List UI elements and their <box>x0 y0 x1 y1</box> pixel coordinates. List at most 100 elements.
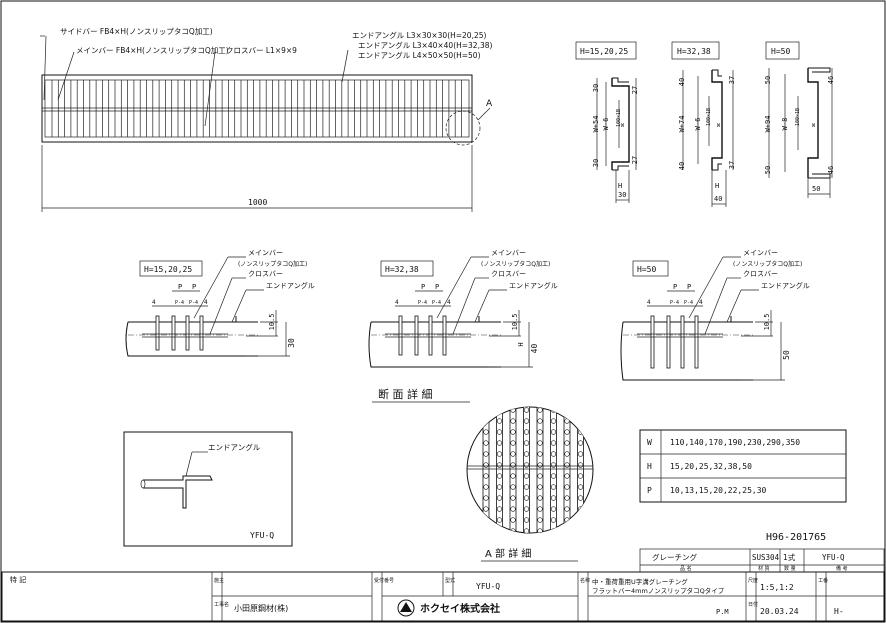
main-bar-callout: メインバー <box>743 249 778 257</box>
detail-bar <box>482 407 490 533</box>
spec-value: 10,13,15,20,22,25,30 <box>670 486 767 495</box>
tb-site-label: 工事名 <box>214 601 229 608</box>
end-view-dim-top: 40 <box>678 78 686 86</box>
end-view-w-inner: W-6 <box>602 118 610 131</box>
spec-value: 15,20,25,32,38,50 <box>670 462 752 471</box>
non-slip-dot <box>537 462 543 468</box>
non-slip-dot <box>537 484 543 490</box>
pitch-label-a: P <box>421 283 425 291</box>
tb-desc-line2: フラットバー4mmノンスリップタコQタイプ <box>592 586 725 595</box>
non-slip-dot <box>483 440 489 446</box>
end-view-right-bottom: 27 <box>631 156 639 164</box>
dim-height: 30 <box>287 338 296 348</box>
dim-h-label: H <box>517 342 525 346</box>
non-slip-dot <box>550 451 557 457</box>
main-bar-callout: メインバー <box>248 249 283 257</box>
non-slip-dot <box>564 484 570 490</box>
non-slip-dot <box>523 451 530 457</box>
non-slip-dot <box>537 451 543 457</box>
tb-date-label: 日付 <box>748 601 758 608</box>
non-slip-dot <box>577 407 584 413</box>
non-slip-dot <box>537 418 543 424</box>
section-bar <box>171 315 176 351</box>
non-slip-dot <box>496 407 503 413</box>
non-slip-dot <box>496 451 503 457</box>
detail-bar <box>577 407 584 533</box>
non-slip-dot <box>523 484 530 490</box>
non-slip-dot <box>550 484 557 490</box>
dim-p4-b: P-4 <box>432 300 441 306</box>
dim-p4-b: P-4 <box>684 300 693 306</box>
non-slip-dot <box>577 462 584 468</box>
title-block: グレーチング SUS304 1式 YFU-Q 品 名 材 質 数 量 備 考 特… <box>1 548 885 622</box>
tb-model-label: 型式 <box>445 577 455 584</box>
end-angle-label-3: エンドアングル L4×50×50(H=50) <box>358 50 481 60</box>
non-slip-dot <box>523 473 530 479</box>
main-bar-note: (ノンスリップタコQ加工) <box>733 260 802 268</box>
spec-value: 110,140,170,190,230,290,350 <box>670 438 800 447</box>
cross-bar-label: クロスバー L1×9×9 <box>226 46 297 55</box>
non-slip-dot <box>483 451 489 457</box>
non-slip-dot <box>550 407 557 413</box>
dim-10-5: 10.5 <box>268 314 276 331</box>
non-slip-dot <box>537 517 543 523</box>
tb-work-label: 工番 <box>818 577 828 584</box>
end-view-w-total: W+54 <box>592 116 600 133</box>
non-slip-dot <box>510 418 516 424</box>
detail-bar <box>509 407 517 533</box>
section-bar <box>398 315 403 356</box>
tb-scale: 1:5,1:2 <box>760 583 794 592</box>
section-title: H=50 <box>637 265 656 274</box>
end-angle-callout: エンドアングル <box>761 281 810 290</box>
tb-col-name: 品 名 <box>680 565 692 572</box>
end-angle-callout: エンドアングル <box>266 281 315 290</box>
non-slip-dot <box>577 484 584 490</box>
section-bar <box>694 315 699 369</box>
section-bar <box>680 315 685 369</box>
section-bar <box>199 315 204 351</box>
end-view-right-bottom: 46 <box>827 166 835 174</box>
dim-10-5: 10.5 <box>763 314 771 331</box>
non-slip-dot <box>483 473 489 479</box>
non-slip-dot <box>510 506 516 512</box>
non-slip-dot <box>496 517 503 523</box>
end-view-right-top: 37 <box>728 76 736 84</box>
dim-four-a: 4 <box>395 299 399 306</box>
non-slip-dot <box>510 440 516 446</box>
non-slip-dot <box>537 506 543 512</box>
non-slip-dot <box>564 429 570 435</box>
section-bar <box>185 315 190 351</box>
non-slip-dot <box>496 506 503 512</box>
end-view-right-top: 46 <box>827 76 835 84</box>
cross-bar-callout: クロスバー <box>248 270 283 278</box>
dim-p4-a: P-4 <box>418 300 427 306</box>
pitch-label-a: P <box>673 283 677 291</box>
angle-detail-label: エンドアングル <box>208 442 261 452</box>
tb-scale-label: 尺度 <box>748 577 758 584</box>
non-slip-dot <box>577 528 584 533</box>
non-slip-dot <box>577 495 584 501</box>
non-slip-dot <box>564 418 570 424</box>
end-view-vertical-text: 100×1B <box>616 109 622 127</box>
end-view-dim-bottom: 30 <box>592 159 600 167</box>
end-view-w-inner: W-6 <box>694 118 702 131</box>
end-view-h-label: H <box>715 182 719 190</box>
non-slip-dot <box>577 451 584 457</box>
tb-quantity: 1式 <box>783 552 796 562</box>
cross-bar-leader <box>204 51 216 127</box>
non-slip-dot <box>483 495 489 501</box>
non-slip-dot <box>483 429 489 435</box>
non-slip-dot <box>523 429 530 435</box>
non-slip-dot <box>510 429 516 435</box>
pitch-label-a: P <box>178 283 182 291</box>
detail-a-caption: A 部 詳 細 <box>485 547 531 560</box>
end-view-3: H=50 W+94 W-8 50 50 46 46 100×1B W 50 <box>764 41 835 198</box>
end-view-dim-bottom: 50 <box>764 166 772 174</box>
cross-bar-callout: クロスバー <box>743 270 778 278</box>
non-slip-dot <box>510 473 516 479</box>
